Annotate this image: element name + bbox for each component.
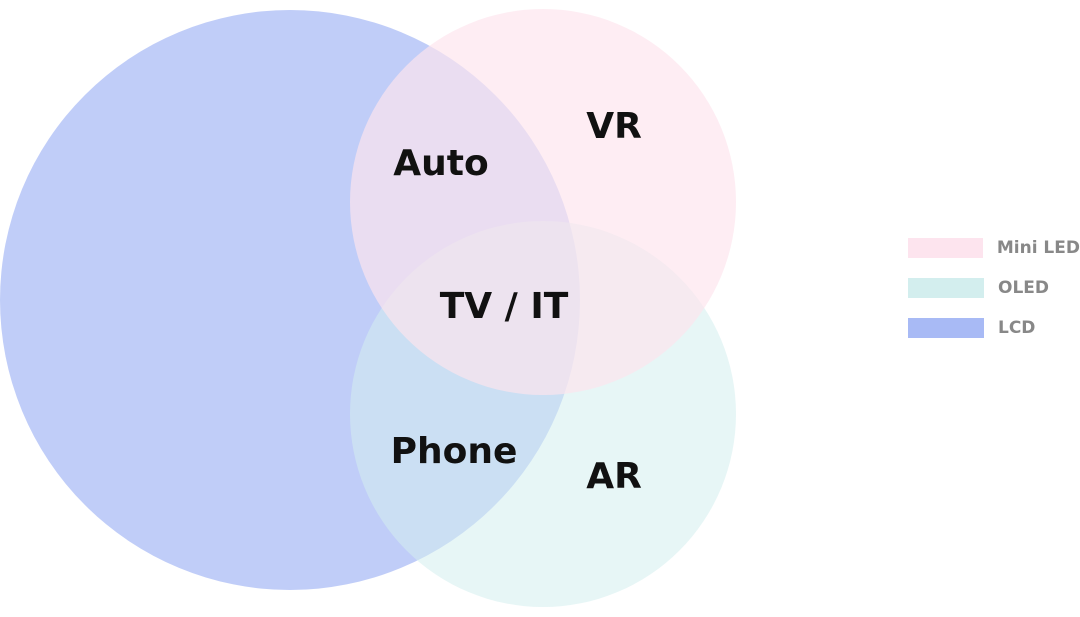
region-label-auto: Auto xyxy=(393,143,488,184)
legend-label-oled: OLED xyxy=(998,278,1050,298)
legend-swatch-mini-led xyxy=(908,238,983,258)
legend: Mini LED OLED LCD xyxy=(908,238,1080,358)
region-label-ar: AR xyxy=(586,456,642,497)
legend-swatch-lcd xyxy=(908,318,984,338)
mini-led-circle xyxy=(350,9,736,395)
legend-label-lcd: LCD xyxy=(998,318,1036,338)
region-label-phone: Phone xyxy=(391,431,518,472)
legend-item-lcd: LCD xyxy=(908,318,1080,338)
legend-item-oled: OLED xyxy=(908,278,1080,298)
legend-item-mini-led: Mini LED xyxy=(908,238,1080,258)
region-label-tv-it: TV / IT xyxy=(440,286,569,327)
legend-swatch-oled xyxy=(908,278,984,298)
region-label-vr: VR xyxy=(586,106,642,147)
legend-label-mini-led: Mini LED xyxy=(996,238,1080,258)
